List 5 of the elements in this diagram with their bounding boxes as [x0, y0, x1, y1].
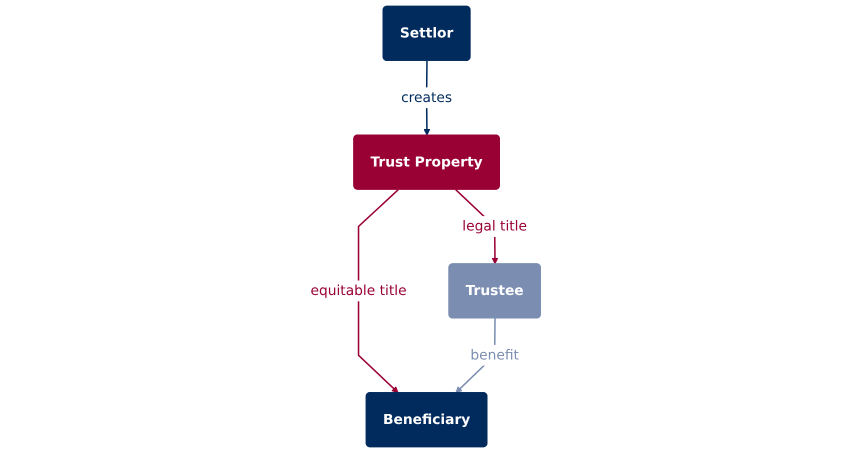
edge-label: creates: [401, 90, 452, 106]
arrow: [358, 189, 399, 394]
edge-label: equitable title: [310, 282, 407, 299]
edge-label: legal title: [462, 218, 528, 235]
edge-label: benefit: [470, 347, 519, 364]
